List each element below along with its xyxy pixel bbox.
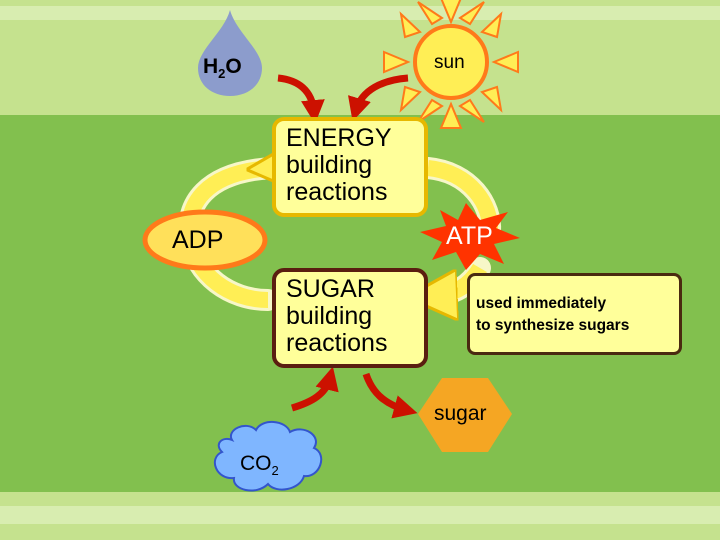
sugar-to-product-arrow — [362, 372, 418, 419]
atp-label: ATP — [446, 222, 493, 250]
background-stripe-bottom — [0, 506, 720, 524]
atp-burst-icon — [420, 203, 520, 270]
water-main: H — [203, 55, 219, 78]
water-to-energy-arrow — [277, 74, 325, 124]
water-label: H2O — [203, 55, 242, 81]
co2-subscript: 2 — [271, 463, 279, 479]
energy-building-box: ENERGY building reactions — [272, 117, 428, 217]
note-line2: to synthesize sugars — [476, 317, 630, 334]
sugar-hexagon-icon — [418, 378, 512, 452]
sugar-box-line1: SUGAR — [286, 275, 375, 303]
note-line1: used immediately — [476, 295, 607, 312]
sun-icon — [383, 0, 519, 129]
sugar-box-line2: building — [286, 302, 373, 330]
energy-box-line3: reactions — [286, 178, 388, 206]
water-subscript: 2 — [218, 66, 226, 82]
sugar-building-box: SUGAR building reactions — [272, 268, 428, 368]
water-tail: O — [225, 55, 242, 78]
sugar-box-line3: reactions — [286, 329, 388, 357]
sun-to-energy-arrow — [348, 74, 409, 122]
sun-label: sun — [434, 52, 465, 73]
note-box: used immediately to synthesize sugars — [467, 273, 682, 355]
co2-label: CO2 — [240, 452, 279, 478]
background-stripe-top — [0, 6, 720, 20]
co2-cloud-icon — [213, 421, 323, 492]
energy-box-line1: ENERGY — [286, 124, 392, 152]
energy-box-line2: building — [286, 151, 373, 179]
adp-label: ADP — [172, 226, 224, 254]
co2-main: CO — [240, 452, 272, 475]
sugar-label: sugar — [434, 402, 487, 425]
co2-to-sugar-arrow — [290, 366, 339, 412]
water-drop-icon — [198, 10, 262, 96]
adp-badge — [142, 209, 268, 271]
